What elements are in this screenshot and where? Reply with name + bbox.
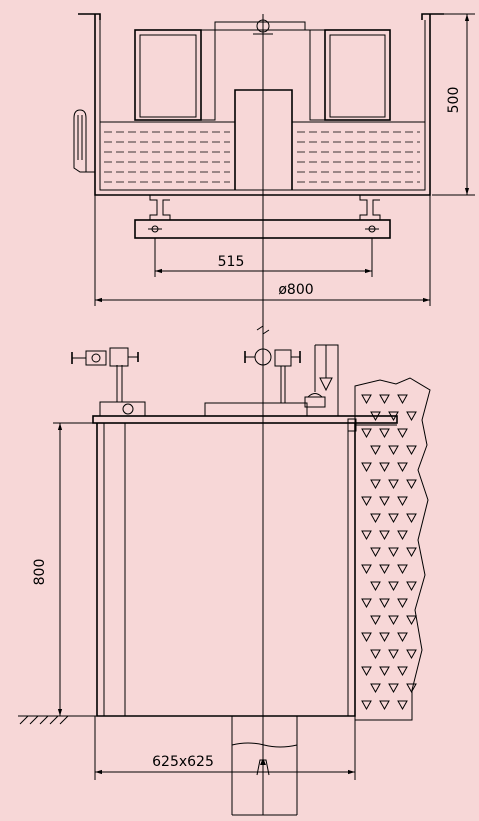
level-gauge bbox=[73, 109, 95, 173]
dim-800-height bbox=[53, 422, 93, 716]
concrete-mark bbox=[406, 683, 417, 694]
concrete-mark bbox=[361, 564, 372, 575]
concrete-mark bbox=[370, 683, 381, 694]
concrete-mark bbox=[379, 462, 390, 473]
bracket bbox=[314, 344, 339, 416]
dim-515-label: 515 bbox=[218, 254, 245, 270]
concrete-mark bbox=[397, 632, 408, 643]
concrete-mark bbox=[379, 394, 390, 405]
concrete-mark bbox=[361, 428, 372, 439]
concrete-mark bbox=[397, 564, 408, 575]
float-left bbox=[134, 29, 202, 121]
concrete-mark bbox=[361, 394, 372, 405]
concrete-mark bbox=[370, 513, 381, 524]
dim-500 bbox=[432, 13, 475, 196]
concrete-mark bbox=[370, 649, 381, 660]
concrete-mark bbox=[361, 462, 372, 473]
concrete-mark bbox=[388, 479, 399, 490]
concrete-mark bbox=[406, 649, 417, 660]
concrete-mark bbox=[361, 632, 372, 643]
dim-500-label: 500 bbox=[446, 87, 462, 114]
concrete-wall bbox=[354, 377, 431, 721]
left-rim bbox=[78, 13, 101, 20]
pointer-icon bbox=[319, 377, 333, 392]
valve-left-icon bbox=[85, 350, 107, 366]
concrete-mark bbox=[388, 411, 399, 422]
concrete-mark bbox=[370, 411, 381, 422]
concrete-mark bbox=[406, 547, 417, 558]
concrete-mark bbox=[397, 598, 408, 609]
concrete-mark bbox=[370, 581, 381, 592]
concrete-mark bbox=[370, 547, 381, 558]
center-line bbox=[256, 14, 270, 780]
concrete-mark bbox=[388, 513, 399, 524]
concrete-mark bbox=[397, 700, 408, 711]
concrete-mark bbox=[388, 445, 399, 456]
dim-625-label: 625x625 bbox=[152, 754, 214, 770]
concrete-mark bbox=[406, 479, 417, 490]
liquid-hatching bbox=[104, 131, 420, 183]
concrete-mark bbox=[379, 496, 390, 507]
concrete-mark bbox=[379, 598, 390, 609]
tank-section bbox=[73, 13, 444, 239]
ground-hatch bbox=[18, 715, 97, 725]
concrete-mark bbox=[388, 581, 399, 592]
concrete-mark bbox=[406, 615, 417, 626]
concrete-mark bbox=[388, 547, 399, 558]
concrete-mark bbox=[379, 564, 390, 575]
concrete-mark bbox=[379, 632, 390, 643]
support-beam-left bbox=[149, 195, 171, 221]
concrete-mark bbox=[397, 530, 408, 541]
concrete-mark bbox=[388, 683, 399, 694]
concrete-mark bbox=[361, 700, 372, 711]
concrete-mark bbox=[406, 581, 417, 592]
concrete-mark bbox=[388, 615, 399, 626]
concrete-mark bbox=[397, 496, 408, 507]
dim-625 bbox=[94, 716, 356, 780]
concrete-mark bbox=[406, 513, 417, 524]
concrete-mark bbox=[370, 615, 381, 626]
concrete-mark bbox=[379, 530, 390, 541]
concrete-mark bbox=[379, 666, 390, 677]
concrete-mark bbox=[370, 479, 381, 490]
concrete-mark bbox=[361, 530, 372, 541]
concrete-mark bbox=[397, 666, 408, 677]
foundation-post bbox=[231, 716, 298, 816]
dim-800-label: 800 bbox=[32, 559, 48, 586]
concrete-mark bbox=[406, 445, 417, 456]
concrete-mark bbox=[406, 411, 417, 422]
housing-box bbox=[96, 423, 356, 717]
concrete-mark bbox=[379, 700, 390, 711]
float-right bbox=[324, 29, 391, 121]
concrete-mark bbox=[397, 394, 408, 405]
concrete-mark bbox=[379, 428, 390, 439]
lid-block bbox=[204, 402, 308, 417]
concrete-mark bbox=[361, 666, 372, 677]
concrete-mark bbox=[361, 598, 372, 609]
dim-diameter-label: ø800 bbox=[278, 282, 313, 298]
concrete-mark bbox=[361, 496, 372, 507]
concrete-mark bbox=[397, 428, 408, 439]
housing bbox=[71, 344, 398, 717]
concrete-mark bbox=[370, 445, 381, 456]
concrete-mark bbox=[397, 462, 408, 473]
right-rim bbox=[421, 13, 444, 20]
lid-plate bbox=[214, 21, 306, 31]
concrete-mark bbox=[388, 649, 399, 660]
support-beam-right bbox=[359, 195, 381, 221]
